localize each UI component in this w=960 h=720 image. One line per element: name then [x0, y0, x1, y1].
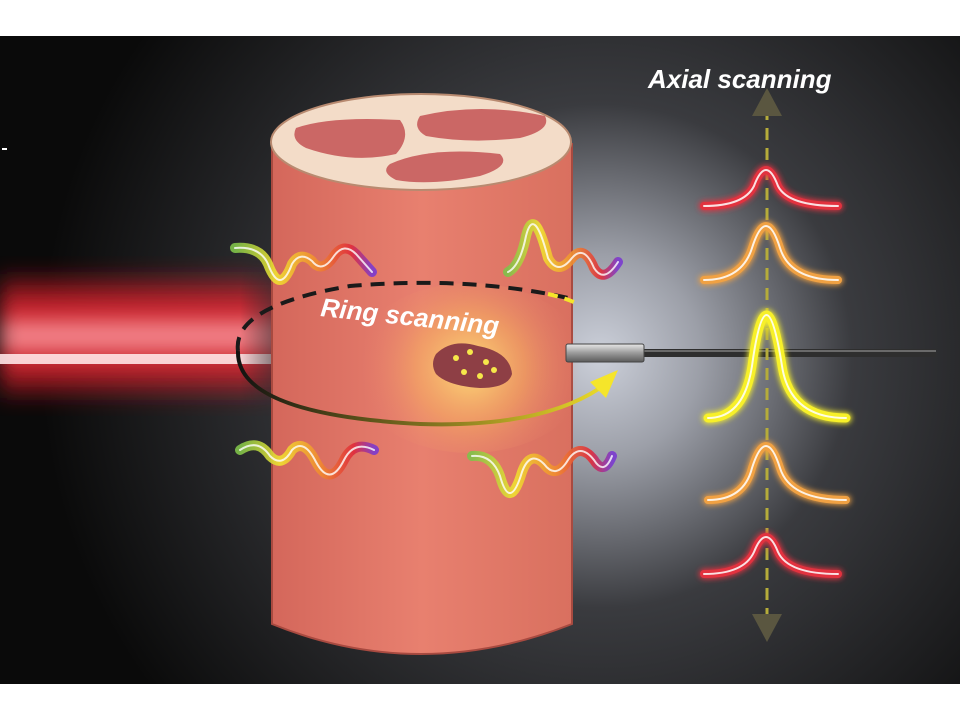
tissue-lumen — [294, 119, 406, 158]
fiber-probe — [565, 343, 936, 363]
tissue-cylinder — [270, 93, 590, 655]
ring-spectra — [230, 219, 623, 498]
edge-mark — [2, 148, 7, 150]
signal-peak — [699, 165, 843, 211]
axial-spectra — [699, 165, 852, 579]
lesion — [433, 343, 512, 388]
axial-scanning-label: Axial scanning — [647, 64, 832, 94]
ring-arrow — [235, 280, 618, 427]
signal-peak — [699, 221, 843, 285]
signal-peak — [703, 441, 851, 505]
scanning-diagram: Ring scanning Axial scanning — [0, 36, 960, 684]
signal-peak — [702, 309, 852, 424]
signal-peak — [699, 532, 843, 579]
